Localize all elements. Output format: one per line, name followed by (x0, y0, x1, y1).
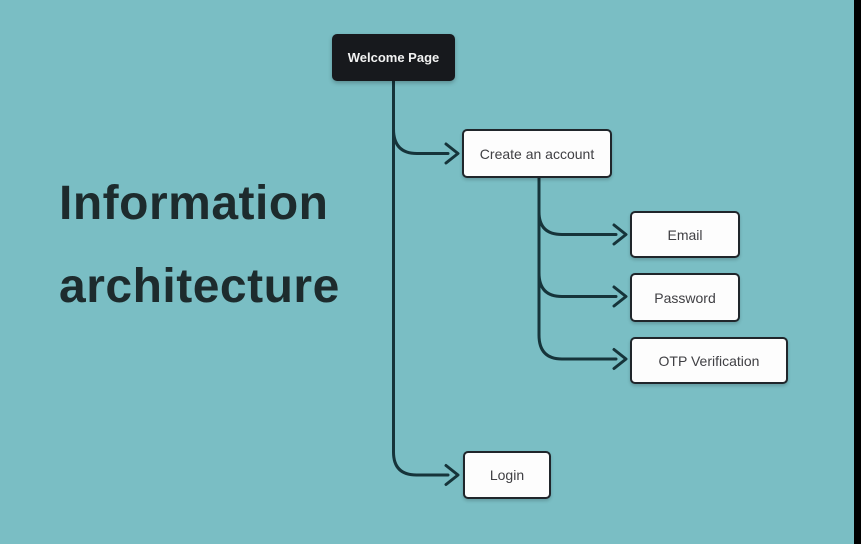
edge-create-account-to-password (537, 271, 618, 298)
node-email-label: Email (667, 226, 703, 243)
node-email: Email (630, 211, 740, 258)
arrowhead-otp (612, 348, 628, 370)
edge-welcome-to-create-account (392, 127, 450, 155)
node-password-label: Password (654, 289, 716, 306)
node-otp-verification: OTP Verification (630, 337, 788, 384)
arrowhead-login (444, 464, 460, 486)
node-login-label: Login (489, 467, 525, 483)
edge-create-account-to-otp (537, 176, 618, 361)
edge-create-account-to-email (537, 210, 618, 236)
node-welcome-page: Welcome Page (332, 34, 455, 81)
right-edge-bar (854, 0, 861, 544)
arrowhead-create-account (444, 142, 460, 165)
page-title: Information architecture (59, 162, 340, 328)
node-create-an-account: Create an account (462, 129, 612, 178)
arrowhead-password (612, 285, 628, 308)
node-create-an-account-label: Create an account (479, 145, 595, 162)
title-line-2: architecture (59, 260, 340, 313)
node-otp-verification-label: OTP Verification (658, 352, 760, 369)
arrowhead-email (612, 223, 628, 246)
node-welcome-page-label: Welcome Page (347, 50, 440, 65)
node-login: Login (463, 451, 551, 499)
edge-welcome-to-login (392, 79, 450, 477)
title-line-1: Information (59, 177, 329, 230)
node-password: Password (630, 273, 740, 322)
